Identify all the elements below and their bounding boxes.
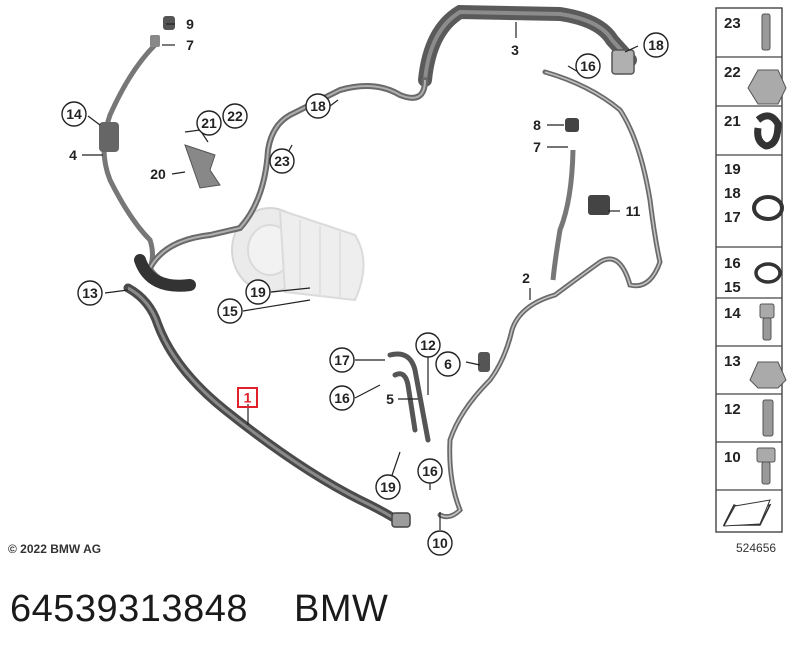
callout-19b-label: 19: [380, 479, 396, 495]
hose-5: [387, 351, 431, 443]
callout-19a-label: 19: [250, 284, 266, 300]
panel-label-18: 18: [724, 185, 741, 202]
callout-18a-label: 18: [310, 98, 326, 114]
callout-17-label: 17: [334, 352, 350, 368]
panel-label-22: 22: [724, 64, 741, 81]
diagram-number: 524656: [736, 541, 777, 555]
callout-7a-label: 7: [186, 37, 194, 53]
panel-label-14: 14: [724, 305, 741, 322]
hose-2: [437, 69, 663, 520]
callout-9-label: 9: [186, 16, 194, 32]
callout-1: 1: [237, 387, 258, 408]
callout-7b-label: 7: [533, 139, 541, 155]
brand-name: BMW: [293, 588, 389, 630]
callout-16c-label: 16: [422, 463, 438, 479]
panel-label-13: 13: [724, 353, 741, 370]
panel-label-17: 17: [724, 209, 741, 226]
callout-14-label: 14: [66, 106, 82, 122]
callout-15-label: 15: [222, 303, 238, 319]
callout-3-label: 3: [511, 42, 519, 58]
callout-21-label: 21: [201, 115, 217, 131]
part-number: 64539313848: [10, 588, 248, 630]
caption: 64539313848 BMW: [10, 588, 388, 631]
parts-panel: 23 22 21 19 18 17 16 15 14 13 12 10: [715, 7, 787, 533]
callout-6-label: 6: [444, 356, 452, 372]
callout-18b-label: 18: [648, 37, 664, 53]
panel-label-19: 19: [724, 161, 741, 178]
callout-1-label: 1: [244, 390, 252, 406]
callout-20-label: 20: [150, 166, 166, 182]
callout-8-label: 8: [533, 117, 541, 133]
callout-2-label: 2: [522, 270, 530, 286]
callout-23-label: 23: [274, 153, 290, 169]
panel-label-10: 10: [724, 449, 741, 466]
callout-22-label: 22: [227, 108, 243, 124]
compressor-illustration: [231, 207, 365, 302]
callout-16a-label: 16: [580, 58, 596, 74]
panel-label-23: 23: [724, 15, 741, 32]
callout-12-label: 12: [420, 337, 436, 353]
panel-label-12: 12: [724, 401, 741, 418]
panel-label-16: 16: [724, 255, 741, 272]
hose-1: [123, 283, 405, 527]
panel-label-15: 15: [724, 279, 741, 296]
callout-5-label: 5: [386, 391, 394, 407]
callout-11-label: 11: [626, 203, 641, 219]
callout-13-label: 13: [82, 285, 98, 301]
callout-10-label: 10: [432, 535, 448, 551]
callout-4-label: 4: [69, 147, 77, 163]
parts-diagram: 1 2 3 4 5 7 7 8 9 11 20 13 14 15 16 16 1…: [61, 4, 787, 556]
continuation-arrow-icon: [722, 499, 772, 527]
callout-16b-label: 16: [334, 390, 350, 406]
copyright-notice: © 2022 BMW AG: [8, 542, 102, 556]
panel-label-21: 21: [724, 113, 741, 130]
